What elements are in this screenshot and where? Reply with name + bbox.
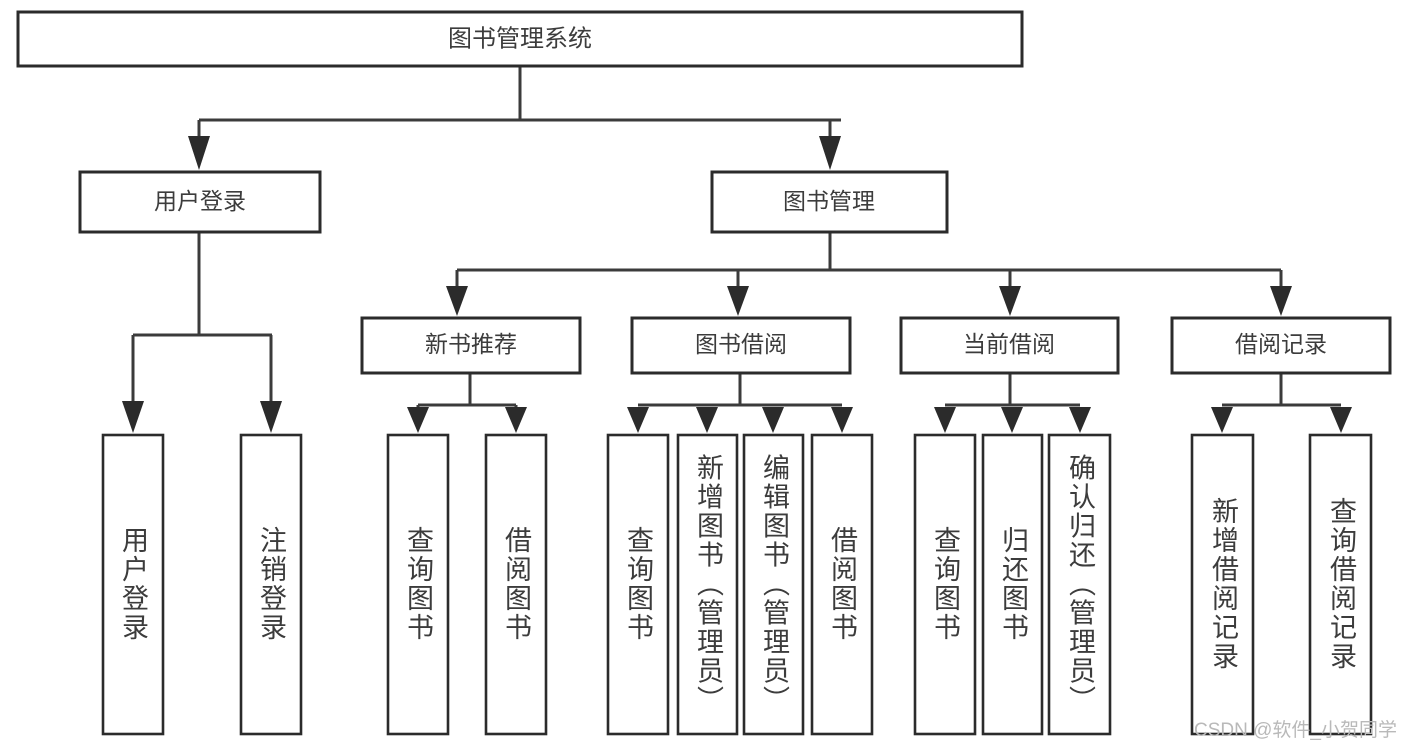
arrowhead-leaf-query-borrow-record [1330, 407, 1352, 433]
node-box-current-borrow[interactable] [899, 316, 1120, 375]
arrowhead-leaf-borrow-book-2 [831, 407, 853, 433]
leaf-label-borrow-book-2: 借阅图书 [827, 526, 858, 642]
node-box-new-book-recommend[interactable] [360, 316, 582, 375]
arrowhead-leaf-logout-login [260, 401, 282, 433]
leaf-node-borrow-book-1[interactable]: 借阅图书 [484, 433, 548, 736]
node-box-book-manage[interactable] [710, 170, 949, 234]
leaf-box-borrow-book-1[interactable] [484, 433, 548, 736]
leaf-label-query-borrow-record: 查询借阅记录 [1326, 497, 1357, 671]
arrowhead-leaf-confirm-return-admin [1069, 407, 1091, 433]
leaf-label-confirm-return-admin: 确认归还（管理员） [1065, 453, 1096, 714]
leaf-node-borrow-book-2[interactable]: 借阅图书 [810, 433, 874, 736]
leaf-box-add-borrow-record[interactable] [1190, 433, 1255, 736]
leaf-label-query-book-3: 查询图书 [930, 526, 961, 642]
arrowhead-new-book-recommend [446, 286, 468, 316]
leaf-box-query-borrow-record[interactable] [1308, 433, 1373, 736]
connector-group-new-book-recommend [407, 373, 527, 433]
leaf-node-edit-book-admin[interactable]: 编辑图书（管理员） [742, 433, 805, 736]
node-label-user-login: 用户登录 [154, 188, 246, 214]
leaf-node-add-book-admin[interactable]: 新增图书（管理员） [676, 433, 739, 736]
leaf-label-edit-book-admin: 编辑图书（管理员） [759, 453, 790, 714]
leaf-node-add-borrow-record[interactable]: 新增借阅记录 [1190, 433, 1255, 736]
connector-group-current-borrow [934, 373, 1091, 433]
node-label-current-borrow: 当前借阅 [963, 331, 1055, 357]
node-book-manage[interactable]: 图书管理 [710, 170, 949, 234]
leaf-label-user-login: 用户登录 [118, 526, 149, 642]
node-user-login[interactable]: 用户登录 [78, 170, 322, 234]
arrowhead-leaf-add-book-admin [696, 407, 718, 433]
leaf-box-user-login[interactable] [101, 433, 165, 736]
leaf-box-query-book-2[interactable] [606, 433, 670, 736]
leaf-label-query-book-1: 查询图书 [403, 526, 434, 642]
arrowhead-leaf-edit-book-admin [762, 407, 784, 433]
arrowhead-leaf-borrow-book-1 [505, 407, 527, 433]
arrowhead-book-borrow [727, 286, 749, 316]
arrowhead-current-borrow [999, 286, 1021, 316]
connector-group-user-login [122, 232, 282, 433]
leaf-label-add-borrow-record: 新增借阅记录 [1208, 497, 1239, 671]
leaf-node-confirm-return-admin[interactable]: 确认归还（管理员） [1047, 433, 1112, 736]
node-borrow-record[interactable]: 借阅记录 [1170, 316, 1392, 375]
arrowhead-leaf-query-book-3 [934, 407, 956, 433]
node-label-borrow-record: 借阅记录 [1235, 331, 1327, 357]
leaf-node-query-book-1[interactable]: 查询图书 [386, 433, 450, 736]
leaf-box-add-book-admin[interactable] [676, 433, 739, 736]
node-label-book-borrow: 图书借阅 [695, 331, 787, 357]
node-box-user-login[interactable] [78, 170, 322, 234]
leaf-label-add-book-admin: 新增图书（管理员） [693, 453, 724, 714]
leaf-box-query-book-3[interactable] [913, 433, 977, 736]
leaf-box-query-book-1[interactable] [386, 433, 450, 736]
node-box-book-borrow[interactable] [630, 316, 852, 375]
leaf-box-borrow-book-2[interactable] [810, 433, 874, 736]
leaf-node-logout-login[interactable]: 注销登录 [239, 433, 303, 736]
leaf-node-user-login[interactable]: 用户登录 [101, 433, 165, 736]
node-box-title-system[interactable] [16, 10, 1024, 68]
arrowhead-user-login [188, 136, 210, 170]
node-label-book-manage: 图书管理 [783, 188, 875, 214]
leaf-node-query-book-3[interactable]: 查询图书 [913, 433, 977, 736]
arrowhead-leaf-return-book [1001, 407, 1023, 433]
leaf-label-query-book-2: 查询图书 [623, 526, 654, 642]
connector-group-borrow-record [1211, 373, 1352, 433]
connector-group-book-borrow [627, 373, 853, 433]
leaf-box-edit-book-admin[interactable] [742, 433, 805, 736]
leaf-label-logout-login: 注销登录 [256, 526, 287, 642]
connector-group-book-manage [446, 232, 1292, 316]
leaf-label-borrow-book-1: 借阅图书 [501, 526, 532, 642]
arrowhead-leaf-query-book-1 [407, 407, 429, 433]
node-box-borrow-record[interactable] [1170, 316, 1392, 375]
leaf-node-return-book[interactable]: 归还图书 [981, 433, 1044, 736]
leaf-box-confirm-return-admin[interactable] [1047, 433, 1112, 736]
node-label-title-system: 图书管理系统 [448, 25, 592, 52]
leaf-node-query-book-2[interactable]: 查询图书 [606, 433, 670, 736]
leaf-box-logout-login[interactable] [239, 433, 303, 736]
node-current-borrow[interactable]: 当前借阅 [899, 316, 1120, 375]
node-new-book-recommend[interactable]: 新书推荐 [360, 316, 582, 375]
node-label-new-book-recommend: 新书推荐 [425, 331, 517, 357]
csdn-watermark: CSDN @软件_小贺同学 [1194, 720, 1397, 741]
arrowhead-leaf-add-borrow-record [1211, 407, 1233, 433]
leaf-label-return-book: 归还图书 [998, 526, 1029, 642]
arrowhead-borrow-record [1270, 286, 1292, 316]
connector-group-root [188, 66, 841, 170]
arrowhead-book-manage [819, 136, 841, 170]
arrowhead-leaf-query-book-2 [627, 407, 649, 433]
leaf-node-query-borrow-record[interactable]: 查询借阅记录 [1308, 433, 1373, 736]
leaf-box-return-book[interactable] [981, 433, 1044, 736]
node-title-system[interactable]: 图书管理系统 [16, 10, 1024, 68]
arrowhead-leaf-user-login [122, 401, 144, 433]
node-book-borrow[interactable]: 图书借阅 [630, 316, 852, 375]
